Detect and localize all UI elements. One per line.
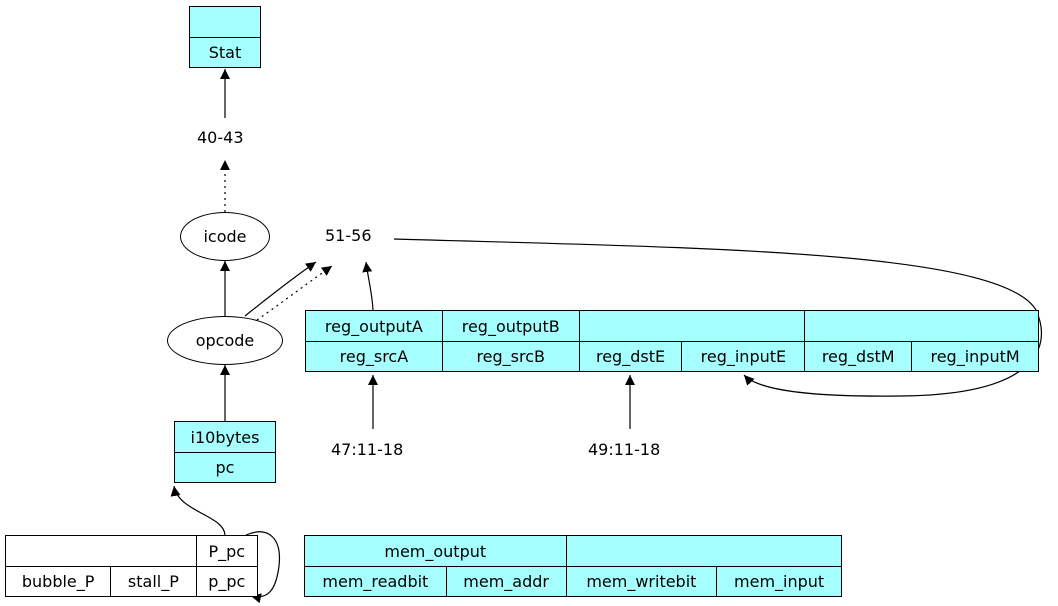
label-40-43: 40-43 bbox=[197, 128, 244, 147]
mem-output-cell: mem_output bbox=[304, 535, 567, 567]
p-register-record: P_pc bubble_P stall_P p_pc bbox=[4, 535, 259, 597]
i10bytes-record: i10bytes pc bbox=[174, 421, 276, 483]
reg-outputA-cell: reg_outputA bbox=[305, 310, 443, 342]
reg-inputE-cell: reg_inputE bbox=[681, 341, 806, 372]
edge-51-56-loop-to-reg-inputE bbox=[393, 238, 1042, 397]
bubble-P-cell: bubble_P bbox=[4, 566, 112, 597]
stall-P-cell: stall_P bbox=[110, 566, 197, 597]
i10-pc-cell: pc bbox=[174, 452, 276, 483]
reg-srcA-cell: reg_srcA bbox=[305, 341, 443, 372]
edge-opcode-to-51-56 bbox=[244, 261, 317, 317]
p-pc-cell: p_pc bbox=[195, 566, 259, 597]
edge-reg-outputA-to-51-56 bbox=[362, 261, 374, 311]
mem-readbit-cell: mem_readbit bbox=[304, 566, 447, 597]
reg-inputM-cell: reg_inputM bbox=[911, 341, 1039, 372]
edge-P-pc-to-i10bytes bbox=[170, 485, 226, 536]
reg-outputB-cell: reg_outputB bbox=[441, 310, 580, 342]
mem-addr-cell: mem_addr bbox=[445, 566, 567, 597]
register-file-record: reg_outputA reg_outputB reg_srcA reg_src… bbox=[305, 310, 1039, 372]
i10bytes-cell: i10bytes bbox=[174, 421, 276, 453]
reg-top-empty-cell-1 bbox=[578, 310, 806, 342]
reg-top-empty-cell-2 bbox=[804, 310, 1039, 342]
reg-dstE-cell: reg_dstE bbox=[578, 341, 683, 372]
label-49-11-18: 49:11-18 bbox=[588, 440, 661, 459]
P-pc-cell: P_pc bbox=[195, 535, 259, 567]
mem-top-empty-cell bbox=[565, 535, 843, 567]
stat-top-cell bbox=[189, 6, 261, 38]
label-51-56: 51-56 bbox=[325, 226, 372, 245]
label-47-11-18: 47:11-18 bbox=[331, 440, 404, 459]
mem-writebit-cell: mem_writebit bbox=[565, 566, 718, 597]
memory-record: mem_output mem_readbit mem_addr mem_writ… bbox=[304, 535, 843, 597]
opcode-node: opcode bbox=[167, 316, 283, 365]
mem-input-cell: mem_input bbox=[716, 566, 842, 597]
p-top-empty-cell bbox=[5, 535, 197, 567]
stat-cell: Stat bbox=[189, 37, 261, 68]
stat-record: Stat bbox=[189, 6, 261, 68]
edge-P-pc-self-loop bbox=[245, 531, 281, 604]
reg-srcB-cell: reg_srcB bbox=[441, 341, 580, 372]
icode-node: icode bbox=[180, 212, 270, 261]
reg-dstM-cell: reg_dstM bbox=[804, 341, 913, 372]
